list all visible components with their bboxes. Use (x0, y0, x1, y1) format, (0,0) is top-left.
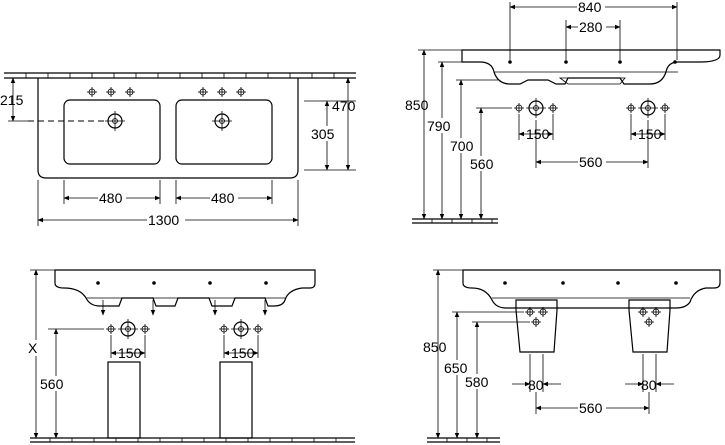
dim-480-left-label: 480 (99, 190, 123, 206)
waste-outlet-icon (643, 316, 655, 328)
dim-470-label: 470 (332, 98, 356, 114)
waste-outlet-icon (230, 318, 252, 340)
wall-connection-icon (105, 323, 117, 335)
dim-215-label: 215 (0, 92, 24, 108)
drain-icon (104, 110, 126, 132)
top-view-bowl-left (63, 99, 161, 165)
wall-connection-icon (218, 323, 230, 335)
wall-connection-icon (252, 323, 264, 335)
tap-hole-icon (124, 86, 136, 98)
dim-150-left-label: 150 (526, 126, 550, 142)
front-view-siphon: 850 650 580 80 80 560 (423, 269, 721, 443)
tap-hole-icon (235, 86, 247, 98)
waste-outlet-icon (530, 316, 542, 328)
dim-150-right-label: 150 (638, 126, 662, 142)
tap-hole-icon (508, 60, 512, 64)
wall-connection-icon (625, 102, 637, 114)
tap-hole-icon (96, 281, 100, 285)
waste-outlet-icon (525, 97, 547, 119)
tap-hole-icon (216, 86, 228, 98)
wall-connection-icon (659, 102, 671, 114)
wall-connection-icon (139, 323, 151, 335)
tap-hole-icon (197, 86, 209, 98)
waste-outlet-icon (637, 97, 659, 119)
tap-hole-icon (564, 60, 568, 64)
side-view-basin (461, 49, 721, 85)
dim-560-horizontal-label: 560 (579, 154, 603, 170)
dim-x-label: X (28, 340, 38, 356)
tap-hole-icon (674, 281, 678, 285)
dim-80-left-label: 80 (528, 377, 544, 393)
tap-hole-icon (208, 281, 212, 285)
front-view-basin (462, 269, 721, 309)
dim-560-label: 560 (40, 376, 64, 392)
top-view-bowl-right (175, 99, 273, 165)
top-view: 215 470 305 480 480 1300 (0, 72, 356, 228)
dim-560-label: 560 (579, 400, 603, 416)
waste-outlet-icon (117, 318, 139, 340)
dim-560-label: 560 (470, 156, 494, 172)
dim-580-label: 580 (465, 374, 489, 390)
side-view: 840 280 850 790 700 560 (405, 0, 721, 224)
leg-left (107, 361, 141, 439)
siphon-cover-left (515, 299, 558, 353)
tap-hole-icon (86, 86, 98, 98)
tap-hole-icon (152, 281, 156, 285)
tap-hole-icon (264, 281, 268, 285)
dim-1300-label: 1300 (148, 212, 179, 228)
dim-480-right-label: 480 (211, 190, 235, 206)
tap-hole-icon (503, 281, 507, 285)
top-view-rim-ticks (25, 73, 335, 78)
top-view-outline (37, 78, 299, 179)
dim-280-label: 280 (579, 19, 603, 35)
dim-150-left-label: 150 (118, 345, 142, 361)
dim-840-label: 840 (578, 0, 602, 15)
tap-hole-icon (616, 281, 620, 285)
dim-850-label: 850 (423, 339, 447, 355)
tap-hole-icon (105, 86, 117, 98)
tap-hole-icon (561, 281, 565, 285)
wall-connection-icon (547, 102, 559, 114)
drain-icon (211, 110, 233, 132)
dim-790-label: 790 (427, 118, 451, 134)
tap-hole-icon (618, 60, 622, 64)
dim-700-label: 700 (450, 138, 474, 154)
dim-305-label: 305 (311, 126, 335, 142)
siphon-cover-right (628, 299, 671, 353)
leg-right (219, 361, 253, 439)
dim-80-right-label: 80 (641, 377, 657, 393)
wall-connection-icon (513, 102, 525, 114)
dim-850-label: 850 (405, 97, 429, 113)
tap-hole-icon (673, 60, 677, 64)
side-view-overflow (558, 77, 626, 85)
dim-150-right-label: 150 (231, 345, 255, 361)
dim-650-label: 650 (444, 360, 468, 376)
front-view-basin (54, 269, 316, 307)
front-view-legs: 150 150 X 560 (26, 269, 355, 443)
